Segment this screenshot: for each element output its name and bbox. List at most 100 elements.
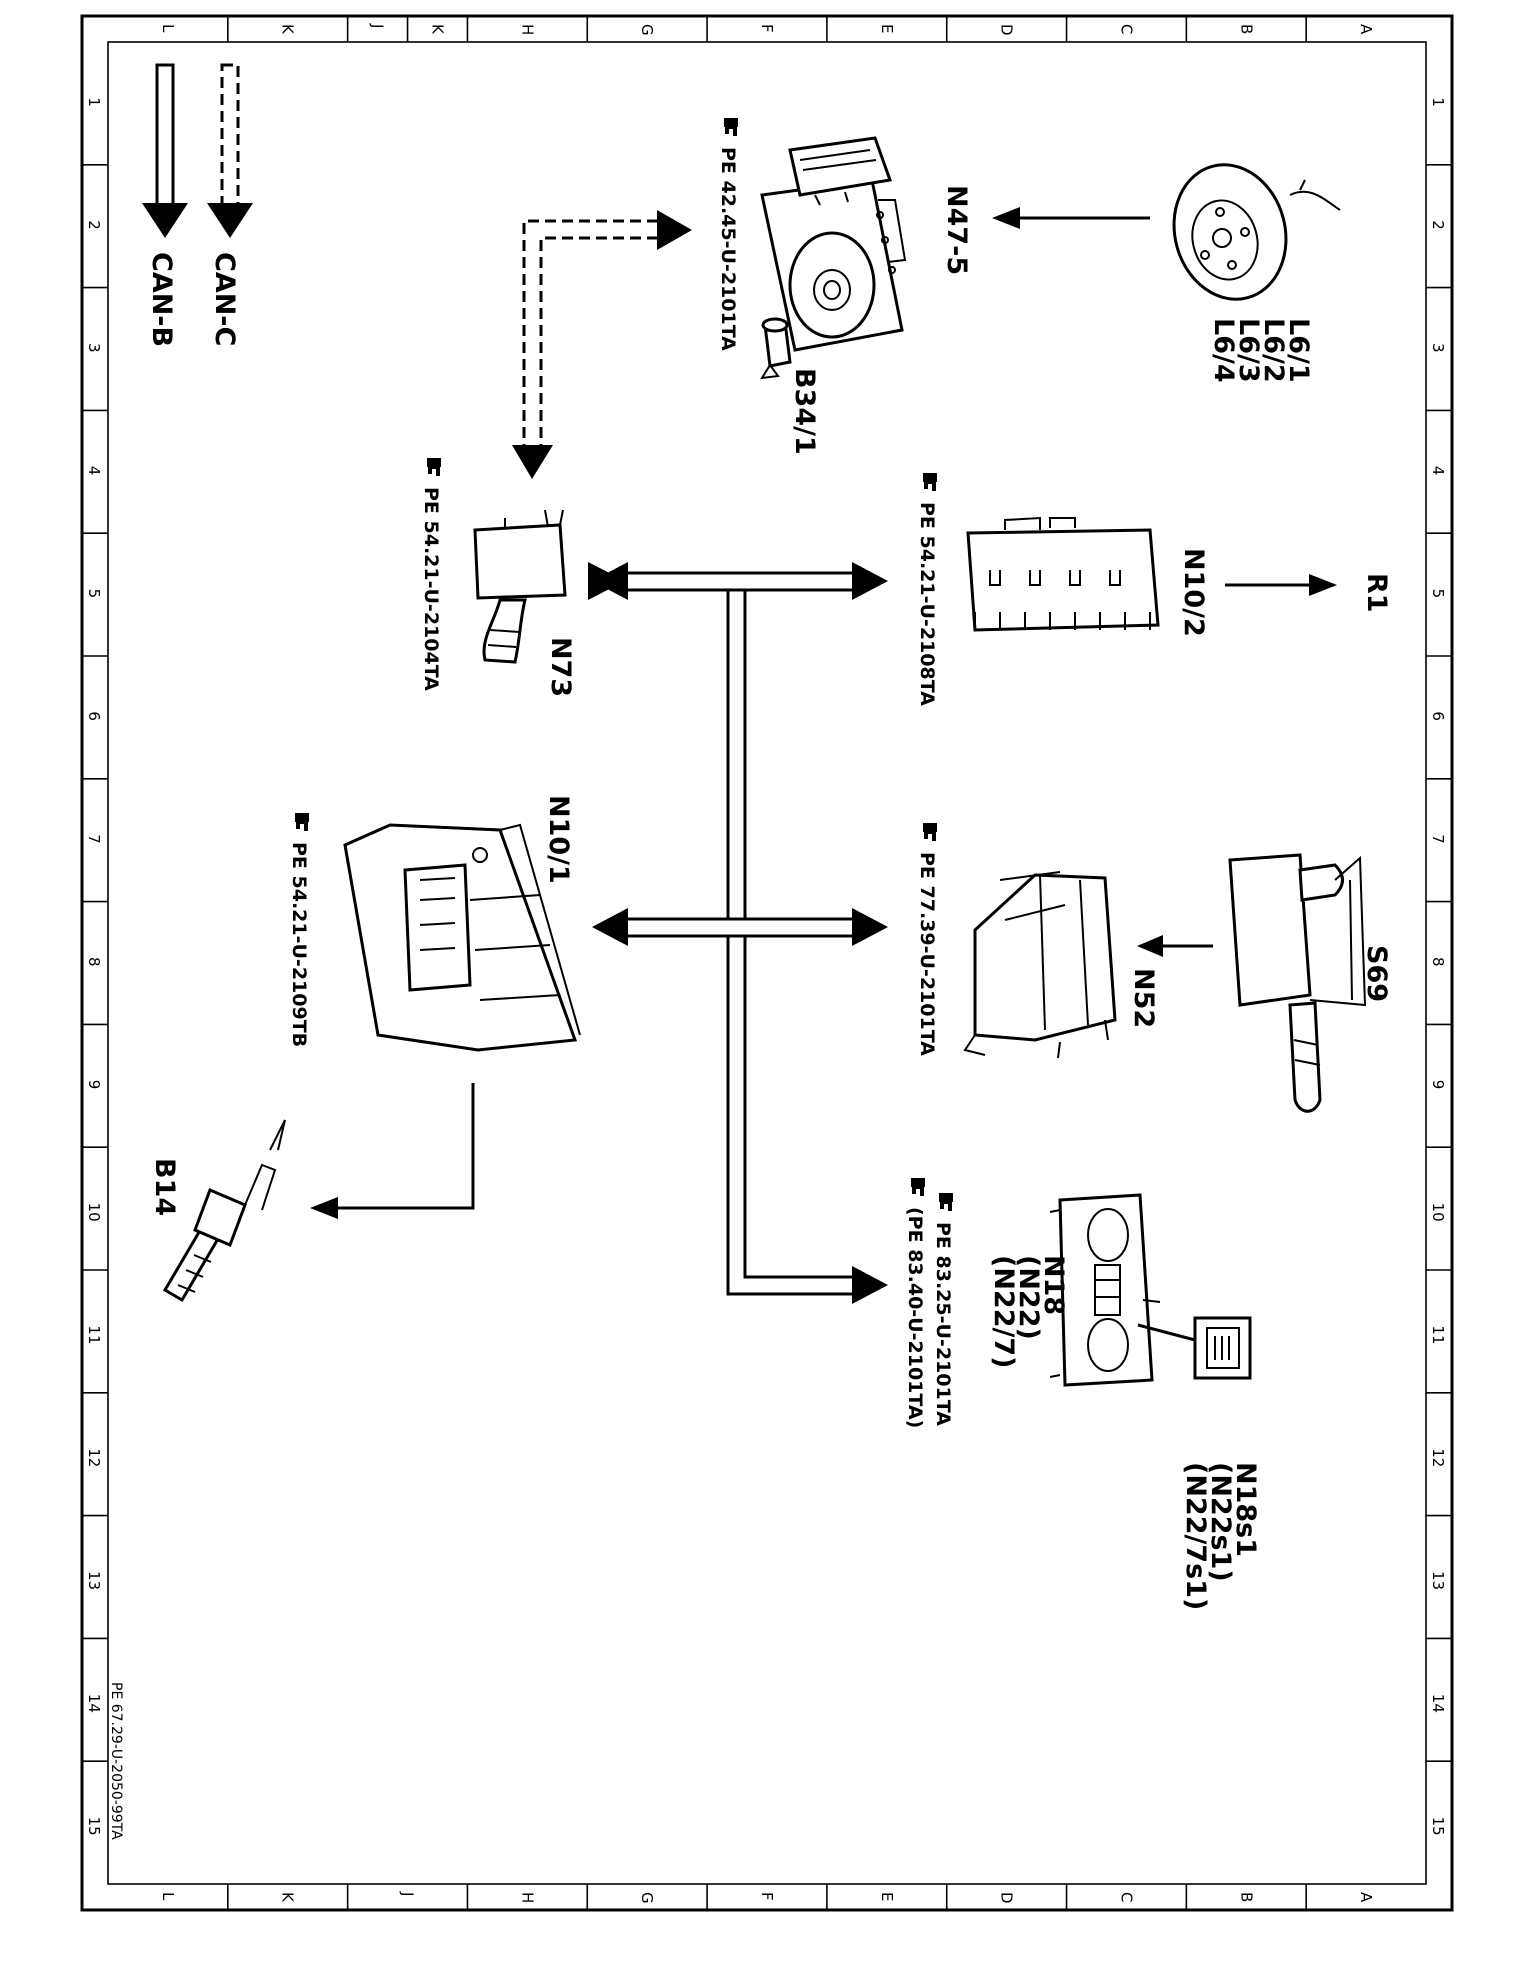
l6-labels-line: L6/2 [1258, 318, 1289, 383]
grid-number-left: 12 [85, 1448, 103, 1467]
n18s1-labels: N18s1(N22s1)(N22/7s1) [1180, 1462, 1261, 1610]
legend-can-c-label: CAN-C [209, 252, 240, 346]
l6-labels-line: L6/1 [1283, 318, 1314, 383]
b34-1-label: B34/1 [789, 368, 820, 455]
grid-letter-top: A [1357, 24, 1375, 35]
grid-number-left: 13 [85, 1571, 103, 1590]
b34-1-component [760, 317, 792, 380]
n18s1-labels-line: (N22/7s1) [1180, 1462, 1211, 1610]
grid-letter-top: G [638, 24, 656, 36]
grid-letter-bottom: D [998, 1892, 1016, 1904]
grid-number-left: 2 [85, 220, 103, 230]
grid-letter-top: K [279, 24, 297, 35]
grid-number-left: 4 [85, 466, 103, 476]
grid-letter-top: B [1237, 24, 1255, 34]
n10-2-ref-text: PE 54.21-U-2108TA [916, 502, 938, 706]
grid-letter-top: J [369, 23, 387, 28]
grid-number-right: 14 [1429, 1694, 1447, 1713]
n18-ref-2: (PE 83.40-U-2101TA) [904, 1207, 926, 1428]
footer-ref: PE 67.29-U-2050-99TA [108, 1682, 124, 1840]
n47-5-component [760, 136, 907, 352]
l6-labels: L6/1L6/2L6/3L6/4 [1208, 318, 1314, 383]
s69-label: S69 [1361, 945, 1392, 1002]
grid-number-right: 3 [1429, 343, 1447, 353]
grid-number-right: 8 [1429, 957, 1447, 967]
grid-letter-top: D [998, 24, 1016, 36]
n18s1-component [1137, 1316, 1252, 1380]
n52-component [963, 871, 1117, 1059]
grid-letter-top: E [878, 24, 896, 33]
grid-letter-bottom: H [518, 1892, 536, 1903]
grid-number-right: 10 [1429, 1203, 1447, 1222]
n47-5-ref-text: PE 42.45-U-2101TA [717, 147, 739, 351]
s69-component [1228, 853, 1367, 1113]
n10-1-component [343, 823, 581, 1052]
grid-number-right: 2 [1429, 220, 1447, 230]
grid-number-right: 12 [1429, 1448, 1447, 1467]
legend-can-b-arrow [142, 63, 188, 238]
grid-number-left: 6 [85, 711, 103, 721]
n18s1-labels-line: (N22s1) [1205, 1462, 1236, 1582]
n18-ref: PE 83.25-U-2101TA (PE 83.40-U-2101TA) [904, 1178, 954, 1428]
grid-letter-top: F [758, 24, 776, 33]
grid-number-right: 1 [1429, 97, 1447, 107]
l6-labels-line: L6/3 [1233, 318, 1264, 383]
can-c-link [512, 210, 692, 479]
grid-number-left: 5 [85, 589, 103, 599]
n47-5-ref: PE 42.45-U-2101TA [717, 118, 739, 351]
grid-number-right: 11 [1429, 1325, 1447, 1344]
grid-letter-top: H [518, 24, 536, 35]
l6-labels-line: L6/4 [1208, 318, 1239, 383]
legend: CAN-B CAN-C [142, 63, 253, 347]
legend-can-b-label: CAN-B [146, 252, 177, 347]
grid-letter-bottom: F [758, 1892, 776, 1901]
grid-letter-bottom: J [399, 1891, 417, 1896]
n52-label: N52 [1128, 968, 1159, 1028]
n18s1-labels-line: N18s1 [1230, 1462, 1261, 1557]
grid-number-right: 15 [1429, 1817, 1447, 1836]
grid-letter-top: L [159, 24, 177, 33]
n18-ref-1: PE 83.25-U-2101TA [932, 1222, 954, 1426]
n73-component [473, 509, 567, 664]
grid-number-right: 5 [1429, 589, 1447, 599]
grid-letter-top: C [1117, 24, 1135, 34]
frame-grid-ticks [82, 16, 1452, 1910]
grid-number-left: 11 [85, 1325, 103, 1344]
grid-letter-bottom: L [159, 1892, 177, 1901]
n10-1-ref-text: PE 54.21-U-2109TB [288, 842, 310, 1047]
n18-labels: N18(N22)(N22/7) [988, 1255, 1069, 1369]
n73-ref-text: PE 54.21-U-2104TA [420, 487, 442, 691]
grid-number-left: 8 [85, 957, 103, 967]
n52-ref: PE 77.39-U-2101TA [916, 823, 938, 1056]
n18-component [1049, 1193, 1161, 1387]
n73-ref: PE 54.21-U-2104TA [420, 458, 442, 691]
grid-number-left: 1 [85, 97, 103, 107]
signal-arrows [310, 207, 1337, 1219]
n10-2-ref: PE 54.21-U-2108TA [916, 473, 938, 706]
grid-letter-bottom: E [878, 1892, 896, 1901]
r1-label: R1 [1361, 573, 1392, 613]
n10-2-label: N10/2 [1178, 548, 1209, 637]
n10-1-ref: PE 54.21-U-2109TB [288, 813, 310, 1047]
n18-labels-line: N18 [1038, 1255, 1069, 1315]
n10-2-component [966, 516, 1160, 632]
grid-number-right: 7 [1429, 834, 1447, 844]
grid-number-right: 6 [1429, 711, 1447, 721]
b14-component [162, 1119, 286, 1303]
legend-can-c-arrow [207, 63, 253, 238]
n18-labels-line: (N22/7) [988, 1255, 1019, 1369]
grid-letter-bottom: C [1117, 1892, 1135, 1902]
can-b-bus [588, 562, 888, 1304]
grid-letter-bottom: K [279, 1892, 297, 1903]
grid-letter-bottom: A [1357, 1892, 1375, 1903]
grid-letter-top: K [429, 24, 447, 35]
grid-number-left: 14 [85, 1694, 103, 1713]
grid-letter-bottom: B [1237, 1892, 1255, 1902]
n47-5-label: N47-5 [941, 185, 972, 275]
grid-number-left: 10 [85, 1203, 103, 1222]
grid-number-right: 13 [1429, 1571, 1447, 1590]
